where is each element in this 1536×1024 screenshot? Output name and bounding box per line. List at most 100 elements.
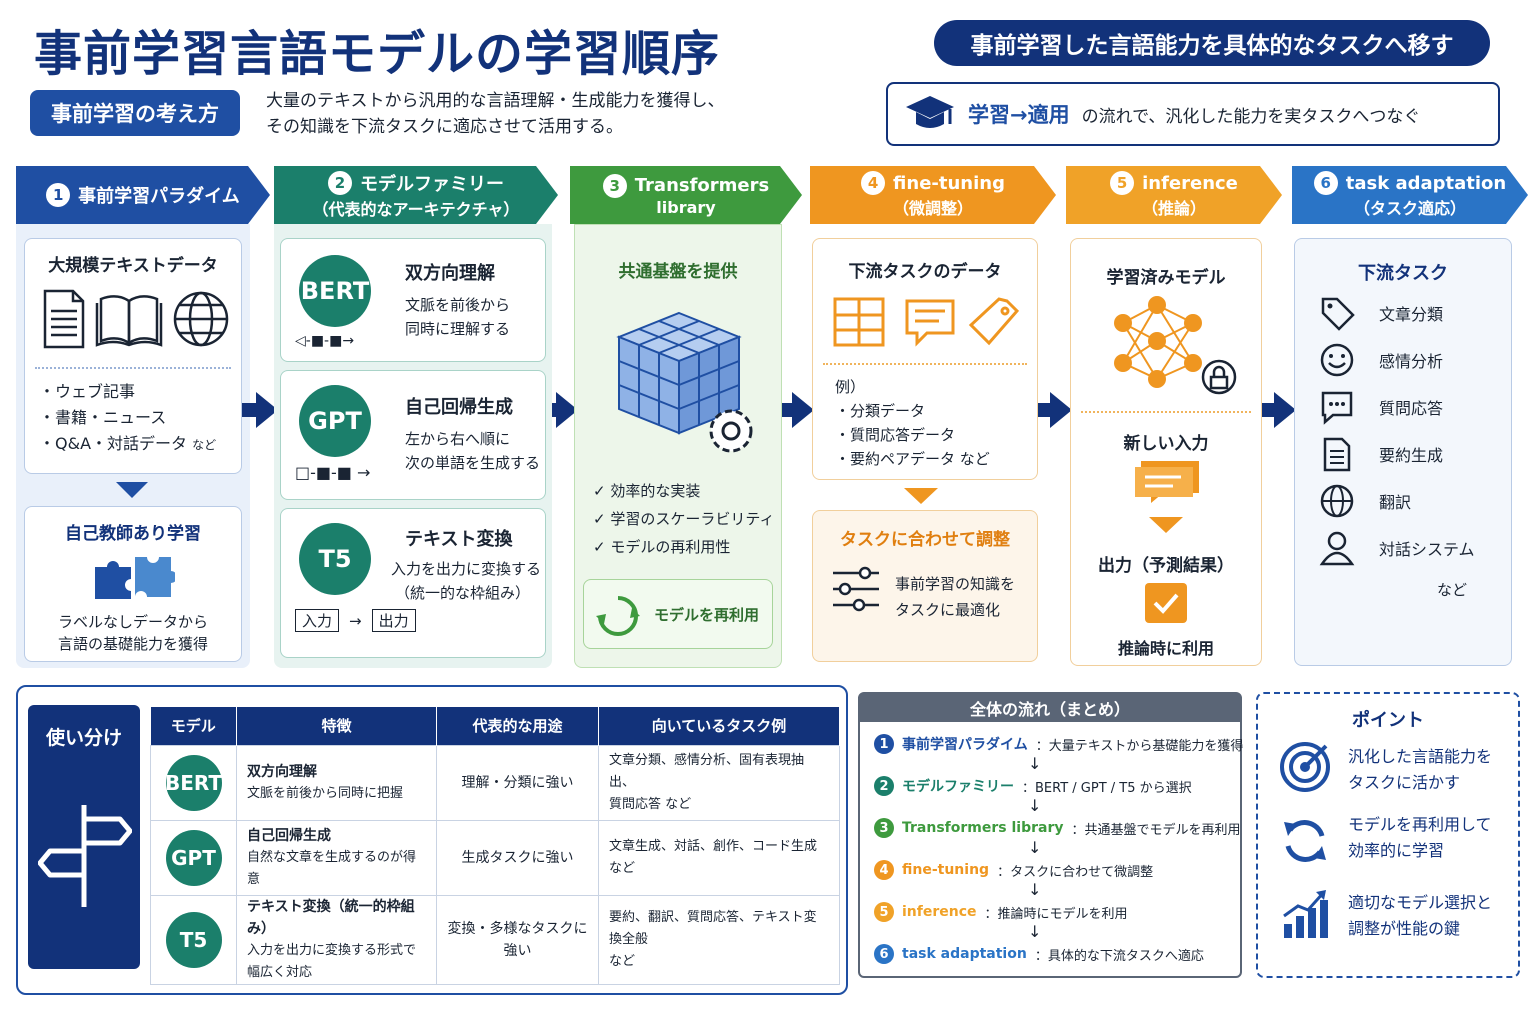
model-title: テキスト変換: [405, 529, 513, 550]
task-item: 質問応答: [1319, 389, 1443, 425]
flow-arrow-1: [242, 392, 278, 428]
model-desc: 左から右へ順に 次の単語を生成する: [405, 427, 540, 475]
tune-line: 事前学習の知識を: [895, 575, 1016, 593]
model-desc-line: 同時に理解する: [405, 320, 511, 338]
summary-step-desc: ：大量テキストから基礎能力を獲得: [1035, 738, 1244, 754]
example-item: ・分類データ: [835, 402, 926, 420]
step-subtitle: library: [656, 197, 716, 217]
step-title: fine-tuning: [893, 172, 1005, 194]
arrow-right-icon: →: [349, 611, 362, 630]
points-panel: ポイント 汎化した言語能力を タスクに活かす モデルを再利用して 効率的に学習 …: [1256, 692, 1520, 978]
bert-badge: BERT: [299, 255, 371, 327]
summary-down-arrow-icon: ↓: [1028, 838, 1042, 857]
point-line: 汎化した言語能力を: [1348, 747, 1493, 766]
task-label: 対話システム: [1379, 540, 1475, 559]
neural-network-lock-icon: [1114, 296, 1237, 395]
cell-use: 理解・分類に強い: [436, 744, 599, 821]
summary-number: 5: [874, 902, 894, 922]
summary-number: 2: [874, 776, 894, 796]
document-icon: [43, 289, 85, 349]
flow-arrow-4: [1036, 392, 1072, 428]
cell-model: GPT: [150, 819, 237, 896]
step-header-3: 3 Transformers library: [570, 166, 802, 224]
example-item: ・要約ペアデータ: [835, 450, 956, 468]
example-suffix: など: [959, 450, 990, 468]
check-item: ✓ 学習のスケーラビリティ: [593, 510, 775, 528]
tasks-line: 質問応答 など: [609, 796, 692, 812]
recycle-icon: [596, 596, 640, 636]
column-inference: 学習済みモデル 新しい入力 出力（予測結果） 推論時に利用: [1070, 238, 1262, 666]
column-pretraining: 大規模テキストデータ ・ウェブ記事 ・書籍・ニュース ・Q&A・対話データ など…: [16, 224, 250, 668]
model-desc-line: （統一的な枠組み）: [395, 584, 531, 602]
text-data-bullets: ・ウェブ記事 ・書籍・ニュース ・Q&A・対話データ など: [39, 379, 216, 458]
downstream-data-card: 下流タスクのデータ 例） ・分類データ ・質問応答データ ・要約ペアデータ など: [812, 238, 1038, 480]
summary-step-name: task adaptation: [902, 946, 1027, 962]
task-item: 対話システム: [1319, 530, 1475, 566]
task-item: 感情分析: [1319, 342, 1443, 378]
step-number: 6: [1314, 171, 1338, 195]
summary-title: 全体の流れ（まとめ）: [860, 694, 1240, 722]
bullet-item: ・書籍・ニュース: [39, 408, 167, 427]
column-transformers: 共通基盤を提供 ✓ 効率的な実装 ✓ 学習のスケーラビリティ ✓ モデルの再利用…: [574, 224, 782, 668]
tasks-line: 要約、翻訳、質問応答、テキスト変換全般: [609, 909, 817, 947]
summary-step-desc: ：タスクに合わせて微調整: [997, 864, 1154, 880]
cell-model: T5: [150, 894, 237, 985]
step-subtitle: （代表的なアーキテクチャ）: [312, 200, 520, 219]
ssl-title: 自己教師あり学習: [65, 524, 201, 544]
feature-desc: 自然な文章を生成するのが得意: [247, 849, 417, 887]
ssl-desc: ラベルなしデータから 言語の基礎能力を獲得: [25, 611, 241, 655]
growth-chart-icon: [1283, 890, 1328, 938]
task-item: 要約生成: [1319, 436, 1443, 472]
point-line: タスクに活かす: [1348, 773, 1461, 792]
step-subtitle: （タスク適応）: [1353, 199, 1466, 218]
task-label: 要約生成: [1379, 446, 1444, 465]
self-supervised-card: 自己教師あり学習 ラベルなしデータから 言語の基礎能力を獲得: [24, 506, 242, 662]
col-header-use: 代表的な用途: [436, 707, 599, 745]
document-book-globe-icons: [43, 289, 229, 349]
step-number: 3: [603, 174, 627, 198]
point-line: 効率的に学習: [1348, 841, 1445, 860]
cell-feature: 自己回帰生成自然な文章を生成するのが得意: [236, 819, 437, 896]
step-number: 5: [1110, 171, 1134, 195]
task-item: 文章分類: [1319, 295, 1443, 331]
table-icon: [833, 297, 885, 347]
tasks-line: など: [609, 953, 636, 969]
cell-feature: テキスト変換（統一的枠組み）入力を出力に変換する形式で幅広く対応: [236, 894, 437, 985]
point-text: 適切なモデル選択と 調整が性能の鍵: [1348, 890, 1492, 942]
graduation-cap-icon: [906, 96, 954, 128]
gear-icon: [709, 409, 753, 453]
bidirectional-seq-icon: ◁-■-■→: [295, 333, 355, 349]
step-number: 1: [46, 183, 70, 207]
col3-title: 共通基盤を提供: [618, 262, 738, 282]
summary-number: 1: [874, 734, 894, 754]
column-model-family: BERT ◁-■-■→ 双方向理解 文脈を前後から 同時に理解する GPT □-…: [274, 224, 552, 668]
point-text: モデルを再利用して 効率的に学習: [1348, 812, 1492, 864]
tune-line: タスクに最適化: [895, 601, 1001, 619]
example-item: ・質問応答データ: [835, 426, 956, 444]
tasks-line: 文章分類、感情分析、固有表現抽出、: [609, 752, 805, 790]
task-label: 文章分類: [1379, 305, 1444, 324]
message-icon: [1135, 461, 1199, 503]
ssl-line: 言語の基礎能力を獲得: [57, 635, 208, 653]
summary-step-name: モデルファミリー: [902, 779, 1014, 795]
usage-label: 使い分け: [45, 727, 122, 749]
table-header-row: モデル 特徴 代表的な用途 向いているタスク例: [150, 707, 840, 745]
summary-number: 4: [874, 860, 894, 880]
step-title: Transformers: [634, 175, 770, 196]
concept-line-2: その知識を下流タスクに適応させて活用する。: [266, 117, 623, 137]
summary-down-arrow-icon: ↓: [1028, 922, 1042, 941]
target-icon: [1280, 742, 1330, 792]
bullet-item: ・ウェブ記事: [39, 382, 136, 401]
model-badge: T5: [165, 911, 222, 968]
